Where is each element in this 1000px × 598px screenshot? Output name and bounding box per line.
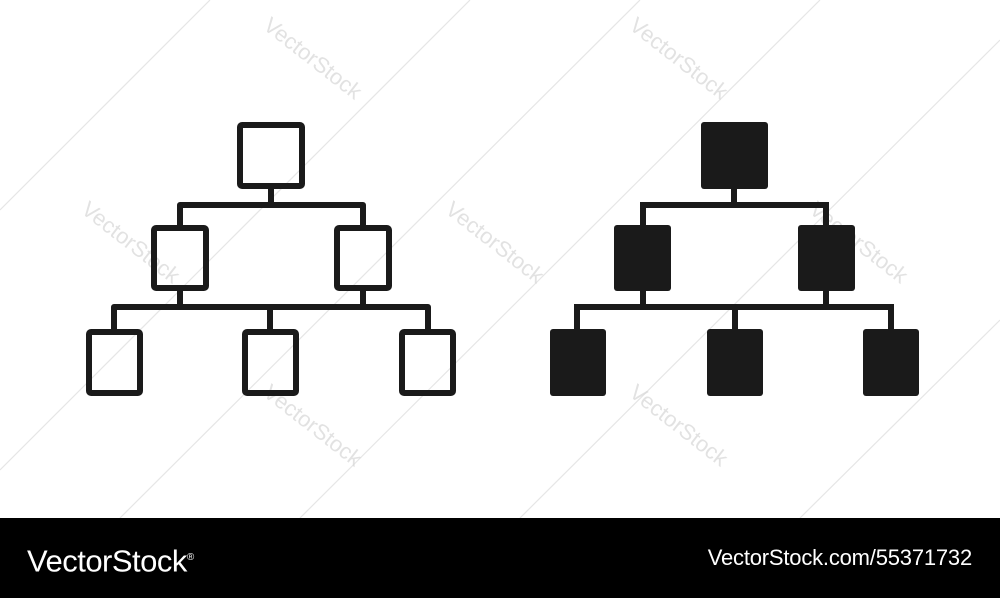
- watermark-line: [799, 319, 1000, 518]
- brand-name: VectorStock: [27, 543, 187, 579]
- brand-logo: VectorStock®: [27, 538, 194, 581]
- brand-registered-mark: ®: [186, 552, 194, 563]
- filled-top-node: [701, 122, 768, 189]
- watermark-text: VectorStock: [625, 12, 734, 105]
- watermark-line: [519, 39, 1000, 518]
- watermark-text: VectorStock: [77, 196, 186, 289]
- filled-mid-left-node: [614, 225, 671, 291]
- filled-bottom-left-node: [550, 329, 606, 396]
- filled-mid-right-node: [798, 225, 855, 291]
- watermark-line: [0, 0, 211, 211]
- watermark-line: [299, 0, 821, 518]
- footer-bar: VectorStock® VectorStock.com/55371732: [0, 518, 1000, 598]
- outline-connector-lines: [111, 186, 431, 332]
- image-id-label: VectorStock.com/55371732: [707, 545, 972, 570]
- filled-bottom-center-node: [707, 329, 763, 396]
- watermark-line: [0, 0, 471, 471]
- watermark-text: VectorStock: [441, 196, 550, 289]
- filled-hierarchy-icon: [550, 122, 919, 396]
- outline-hierarchy-icon: [86, 122, 456, 396]
- outline-bottom-right-node: [399, 329, 456, 396]
- filled-connector-lines: [574, 189, 894, 329]
- watermark-line: [119, 0, 641, 518]
- outline-bottom-left-node: [86, 329, 143, 396]
- filled-bottom-right-node: [863, 329, 919, 396]
- watermark-text: VectorStock: [259, 12, 368, 105]
- watermark-diagonal-lines: [0, 0, 1000, 518]
